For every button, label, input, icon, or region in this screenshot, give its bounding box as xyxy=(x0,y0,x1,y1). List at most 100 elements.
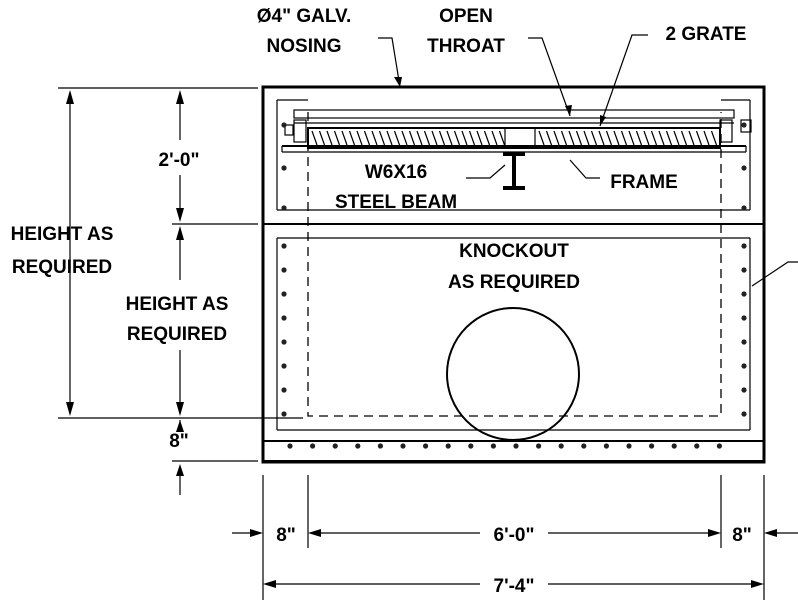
grate-bar xyxy=(326,130,333,146)
basin-outline xyxy=(261,85,766,464)
rebar-dot xyxy=(281,267,287,273)
rebar-dot xyxy=(445,443,451,449)
grate-bar xyxy=(498,130,506,146)
grate-bar xyxy=(545,130,553,146)
grate-bar xyxy=(423,130,431,146)
beam-label-line1: W6X16 xyxy=(365,162,427,183)
wall-lines xyxy=(276,99,751,431)
open-throat-label-line1: OPEN xyxy=(439,6,493,27)
grate-bar xyxy=(628,130,635,146)
grate-bar xyxy=(643,130,650,146)
inner-cavity-outline xyxy=(307,112,722,417)
rebar-dot xyxy=(490,443,496,449)
dimension-lines xyxy=(58,87,798,600)
rebar-dot xyxy=(332,443,338,449)
grate-bar xyxy=(446,130,453,146)
grate-bar xyxy=(333,130,341,146)
grate-bar xyxy=(688,130,695,146)
rebar-dot xyxy=(603,443,610,449)
grate-bar xyxy=(461,130,468,146)
rebar-dot xyxy=(741,267,747,273)
outer-height-label-line2: REQUIRED xyxy=(12,257,112,278)
grate-bar xyxy=(605,130,613,146)
rebar-dot xyxy=(741,205,747,211)
rebar-dot xyxy=(741,363,747,369)
grate-bar xyxy=(673,130,680,146)
grate-bar xyxy=(613,130,620,146)
grate-bar xyxy=(356,130,363,146)
rebar-dot xyxy=(741,339,747,345)
grate xyxy=(281,127,747,153)
rebar-dot xyxy=(741,387,747,393)
inner-height-label-line1: HEIGHT AS xyxy=(126,294,229,315)
grate-bars-right xyxy=(538,130,718,146)
rebar-dot xyxy=(310,443,316,449)
outer-height-label-line1: HEIGHT AS xyxy=(11,224,114,245)
rebar-dot xyxy=(581,443,587,449)
grate-bar xyxy=(665,130,673,146)
grate-bar xyxy=(468,130,476,146)
grate-bar xyxy=(560,130,568,146)
knockout-label-line1: KNOCKOUT xyxy=(459,241,569,262)
grate-bar xyxy=(583,130,590,146)
grate-bar xyxy=(393,130,401,146)
rebar-dot xyxy=(671,443,677,449)
frame-label: FRAME xyxy=(610,172,678,193)
rebar-dot xyxy=(281,339,287,345)
leader-lines xyxy=(378,34,798,287)
rebar-dot xyxy=(741,291,747,297)
rebar-dot xyxy=(626,443,632,449)
rebar-dot xyxy=(741,165,747,171)
dim-top-section: 2'-0" xyxy=(159,150,200,171)
rebar-dot xyxy=(281,122,287,128)
grate-bars-left xyxy=(311,130,506,146)
rebar-dot xyxy=(281,315,287,321)
rebar-dot xyxy=(281,387,287,393)
rebar-dot xyxy=(649,443,655,449)
rebar-dot xyxy=(377,443,383,449)
grate-bar xyxy=(680,130,688,146)
grate-bar xyxy=(378,130,386,146)
rebar-dot xyxy=(281,165,287,171)
rebar-dot xyxy=(423,443,429,449)
grate-bar xyxy=(401,130,408,146)
grate-bar xyxy=(710,130,718,146)
rebar-dot xyxy=(281,411,287,417)
grate-bar xyxy=(598,130,605,146)
rebar-dot xyxy=(716,443,723,449)
dim-inside-width: 6'-0" xyxy=(494,525,535,546)
rebar-dot xyxy=(281,205,287,211)
nosing-bar xyxy=(284,109,752,143)
rebar-dot xyxy=(741,411,747,417)
grate-bar xyxy=(408,130,416,146)
grate-bar xyxy=(311,130,318,146)
rebar-dot xyxy=(400,443,406,449)
nosing-label-line2: NOSING xyxy=(267,36,342,57)
grate-bar xyxy=(476,130,483,146)
steel-beam xyxy=(503,152,525,190)
rebar-dot xyxy=(355,443,361,449)
rebar-dots xyxy=(281,122,747,449)
rebar-dot xyxy=(694,443,700,449)
rebar-dot xyxy=(287,443,293,449)
rebar-dot xyxy=(513,443,519,449)
nosing-label-line1: Ø4" GALV. xyxy=(257,6,352,27)
rebar-dot xyxy=(468,443,474,449)
grate-bar xyxy=(318,130,326,146)
grate-bar xyxy=(416,130,423,146)
grate-bar xyxy=(491,130,498,146)
rebar-dot xyxy=(536,443,542,449)
grate-bar xyxy=(658,130,665,146)
grate-bar xyxy=(363,130,371,146)
grate-bar xyxy=(386,130,393,146)
grate-bar xyxy=(620,130,628,146)
inner-height-label-line2: REQUIRED xyxy=(127,324,227,345)
rebar-dot xyxy=(741,122,747,128)
rebar-dot xyxy=(558,443,564,449)
rebar-dot xyxy=(281,363,287,369)
knockout-label-line2: AS REQUIRED xyxy=(448,272,580,293)
grate-bar xyxy=(575,130,583,146)
grate-bar xyxy=(431,130,438,146)
grate-bar xyxy=(453,130,461,146)
rebar-dot xyxy=(281,243,287,249)
